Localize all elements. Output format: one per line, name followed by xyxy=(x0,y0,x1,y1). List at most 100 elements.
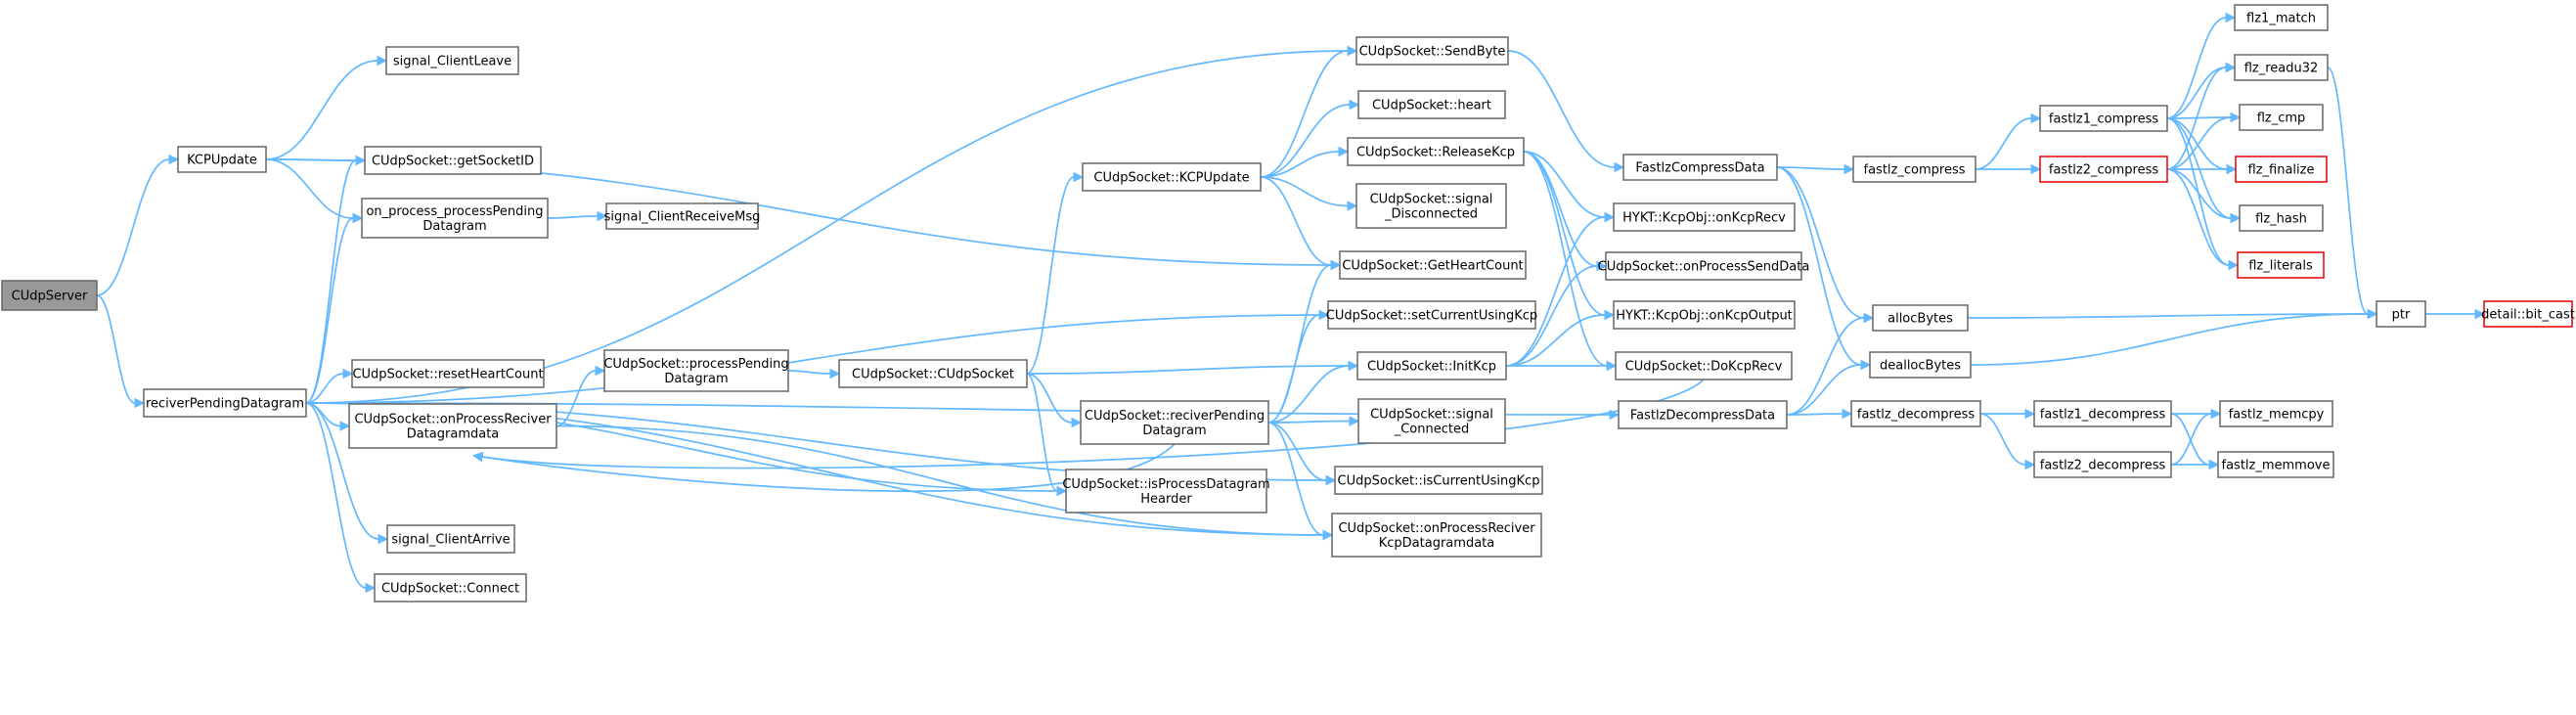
edge-line xyxy=(96,294,136,404)
node-box xyxy=(1613,300,1796,330)
node-resetheart[interactable]: CUdpSocket::resetHeartCount xyxy=(351,359,545,388)
node-ptr[interactable]: ptr xyxy=(2376,300,2426,328)
arrowhead-icon xyxy=(377,55,388,67)
arrowhead-icon xyxy=(471,451,484,463)
node-flz_literals[interactable]: flz_literals xyxy=(2237,251,2325,279)
node-flz_cmp[interactable]: flz_cmp xyxy=(2239,104,2324,131)
node-connect[interactable]: CUdpSocket::Connect xyxy=(374,573,527,603)
call-edge xyxy=(1786,312,1875,416)
node-fastlz2_decompress[interactable]: fastlz2_decompress xyxy=(2033,451,2172,478)
node-label: CUdpSocket::setCurrentUsingKcp xyxy=(1326,309,1537,324)
node-box xyxy=(1080,400,1269,445)
node-fastlz_decompress[interactable]: fastlz_decompress xyxy=(1850,400,1981,427)
node-box xyxy=(603,349,789,392)
node-sendbyte[interactable]: CUdpSocket::SendByte xyxy=(1355,36,1509,66)
node-flz1_match[interactable]: flz1_match xyxy=(2234,4,2329,31)
node-allocbytes[interactable]: allocBytes xyxy=(1872,304,1969,332)
node-label: CUdpSocket::onProcessReciver xyxy=(354,413,552,427)
node-kcpupdate[interactable]: KCPUpdate xyxy=(177,146,267,173)
node-sig_recvmsg[interactable]: signal_ClientReceiveMsg xyxy=(604,202,761,230)
node-sig_arrive[interactable]: signal_ClientArrive xyxy=(386,524,515,554)
node-initkcp[interactable]: CUdpSocket::InitKcp xyxy=(1356,351,1507,380)
node-label: reciverPendingDatagram xyxy=(146,397,304,412)
node-label: _Disconnected xyxy=(1384,207,1478,222)
call-edge xyxy=(305,212,364,404)
arrowhead-icon xyxy=(365,582,377,594)
node-onprocrecvkcp[interactable]: CUdpSocket::onProcessReciverKcpDatagramd… xyxy=(1331,513,1542,558)
node-label: CUdpSocket::CUdpSocket xyxy=(852,368,1014,382)
node-sig_disc[interactable]: CUdpSocket::signal_Disconnected xyxy=(1355,183,1507,229)
node-label: Datagram xyxy=(422,219,486,234)
node-box xyxy=(1347,137,1525,166)
node-fastlz2_compress[interactable]: fastlz2_compress xyxy=(2039,156,2168,183)
node-flz_readu32[interactable]: flz_readu32 xyxy=(2234,54,2329,81)
call-edge xyxy=(471,379,1705,469)
edge-line xyxy=(1505,216,1606,367)
edge-line xyxy=(1505,265,1598,367)
node-flz_hash[interactable]: flz_hash xyxy=(2239,204,2324,232)
node-box xyxy=(1334,466,1543,495)
edge-line xyxy=(1026,365,1350,375)
node-label: CUdpSocket::onProcessReciver xyxy=(1338,521,1535,536)
arrowhead-icon xyxy=(2230,212,2242,224)
node-s_recvpending[interactable]: CUdpSocket::reciverPendingDatagram xyxy=(1080,400,1269,445)
node-box xyxy=(2033,400,2172,427)
node-kcprecv[interactable]: HYKT::KcpObj::onKcpRecv xyxy=(1613,202,1796,232)
arrowhead-icon xyxy=(1842,408,1853,420)
call-edge xyxy=(1505,309,1616,367)
edge-line xyxy=(1505,314,1606,367)
node-fastlz1_decompress[interactable]: fastlz1_decompress xyxy=(2033,400,2172,427)
edge-line xyxy=(1267,365,1350,424)
node-onprocsend[interactable]: CUdpSocket::onProcessSendData xyxy=(1598,251,1810,281)
node-label: CUdpSocket::heart xyxy=(1372,99,1491,113)
edge-line xyxy=(2327,67,2369,315)
node-fastlz_compress[interactable]: fastlz_compress xyxy=(1852,156,1976,183)
call-edge xyxy=(1026,360,1359,375)
node-fastlz_memcpy[interactable]: fastlz_memcpy xyxy=(2219,400,2333,427)
node-setcurkcp[interactable]: CUdpSocket::setCurrentUsingKcp xyxy=(1326,300,1537,330)
node-fastlz_memmove[interactable]: fastlz_memmove xyxy=(2217,451,2334,478)
node-reciverpending[interactable]: reciverPendingDatagram xyxy=(143,388,307,418)
node-box xyxy=(2217,451,2334,478)
node-sig_leave[interactable]: signal_ClientLeave xyxy=(385,46,519,75)
node-dokcprecv[interactable]: CUdpSocket::DoKcpRecv xyxy=(1615,351,1793,380)
node-sig_conn[interactable]: CUdpSocket::signal_Connected xyxy=(1357,398,1506,444)
arrowhead-icon xyxy=(1318,309,1330,321)
node-cudpserver[interactable]: CUdpServer xyxy=(1,280,98,311)
node-kcpoutput[interactable]: HYKT::KcpObj::onKcpOutput xyxy=(1613,300,1796,330)
node-fastlz1_compress[interactable]: fastlz1_compress xyxy=(2039,105,2168,132)
node-ctor[interactable]: CUdpSocket::CUdpSocket xyxy=(838,359,1028,388)
call-edge xyxy=(1267,309,1330,424)
edge-line xyxy=(1507,50,1616,168)
node-getheart[interactable]: CUdpSocket::GetHeartCount xyxy=(1339,250,1527,280)
node-s_kcpupdate[interactable]: CUdpSocket::KCPUpdate xyxy=(1082,162,1262,192)
call-edge xyxy=(1507,50,1625,173)
edge-line xyxy=(1979,413,2026,466)
node-label: Datagram xyxy=(664,372,728,386)
node-iscurkcp[interactable]: CUdpSocket::isCurrentUsingKcp xyxy=(1334,466,1543,495)
node-box xyxy=(1357,398,1506,444)
node-flz_finalize[interactable]: flz_finalize xyxy=(2235,156,2328,183)
node-deallocbytes[interactable]: deallocBytes xyxy=(1869,351,1972,379)
node-getsocketid[interactable]: CUdpSocket::getSocketID xyxy=(364,146,542,175)
node-fastlzcompdata[interactable]: FastlzCompressData xyxy=(1622,154,1778,181)
node-releasekcp[interactable]: CUdpSocket::ReleaseKcp xyxy=(1347,137,1525,166)
node-label: flz1_match xyxy=(2246,12,2316,26)
node-label: fastlz1_compress xyxy=(2049,112,2158,127)
node-heart[interactable]: CUdpSocket::heart xyxy=(1357,90,1506,119)
call-edge xyxy=(1260,176,1342,271)
node-box xyxy=(1355,183,1507,229)
arrowhead-icon xyxy=(2226,163,2238,175)
node-fastlzdecompdata[interactable]: FastlzDecompressData xyxy=(1618,400,1788,429)
node-label: detail::bit_cast xyxy=(2481,308,2575,323)
node-bitcast[interactable]: detail::bit_cast xyxy=(2481,300,2575,328)
call-edge xyxy=(1505,360,1618,372)
node-label: CUdpSocket::DoKcpRecv xyxy=(1625,360,1783,375)
node-box xyxy=(364,146,542,175)
node-label: CUdpSocket::isProcessDatagram xyxy=(1062,477,1269,492)
call-edge xyxy=(96,154,180,296)
